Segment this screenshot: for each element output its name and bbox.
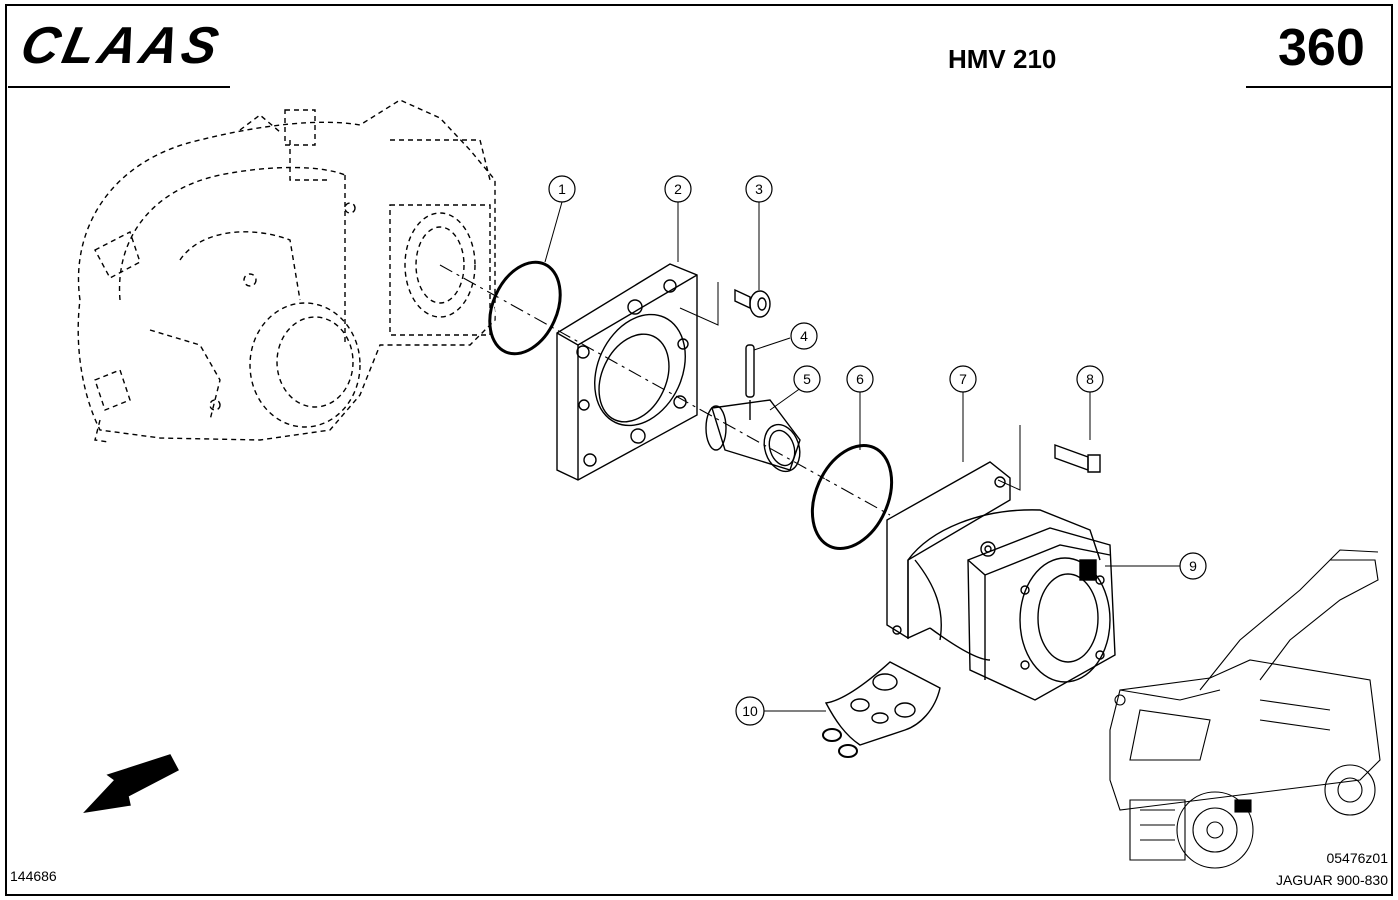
callout-label: 1: [558, 181, 566, 197]
callout-10: [735, 696, 765, 726]
callout-labels: 1 2 3 4 5 6 7 8 9 10: [558, 181, 1197, 719]
callout-label: 6: [856, 371, 864, 387]
sheet-frame: [5, 4, 1393, 896]
callout-7: [949, 365, 977, 393]
callout-label: 3: [755, 181, 763, 197]
callout-label: 4: [800, 328, 808, 344]
callout-leaders: [544, 201, 1180, 712]
part-adapter-flange-2: [556, 263, 698, 481]
assembly-axis: [439, 264, 891, 516]
part-seal-kit-10: [822, 661, 941, 758]
part-o-ring-6: [810, 444, 894, 550]
callout-2: [664, 175, 692, 203]
callout-9: [1179, 552, 1207, 580]
model-title: HMV 210: [948, 44, 1057, 74]
page-number: 360: [1278, 19, 1365, 77]
drawing-code: 144686: [10, 868, 57, 884]
callout-label: 8: [1086, 371, 1094, 387]
part-coupling-sleeve-5: [705, 384, 806, 473]
callout-8: [1076, 365, 1104, 393]
machine-model: JAGUAR 900-830: [1275, 872, 1388, 888]
callout-label: 2: [674, 181, 682, 197]
page-number-underline: [1246, 86, 1392, 88]
callout-5: [793, 365, 821, 393]
part-screw-3: [679, 282, 771, 326]
gearbox-housing: [77, 99, 496, 443]
callout-3: [745, 175, 773, 203]
callout-6: [846, 365, 874, 393]
logo-underline: [8, 86, 230, 88]
machine-thumbnail: [1109, 549, 1381, 869]
callout-circles: [548, 175, 1207, 726]
callout-1: [548, 175, 576, 203]
part-hydraulic-motor-7: [886, 461, 1116, 701]
callout-label: 10: [742, 703, 758, 719]
callout-label: 9: [1189, 558, 1197, 574]
part-pin-4: [745, 337, 791, 398]
callout-4: [790, 322, 818, 350]
callout-label: 7: [959, 371, 967, 387]
part-o-ring-1: [488, 260, 562, 356]
figure-code: 05476z01: [1326, 850, 1388, 866]
callout-label: 5: [803, 371, 811, 387]
direction-arrow-icon: [83, 754, 179, 814]
part-bolt-8: [997, 425, 1101, 491]
